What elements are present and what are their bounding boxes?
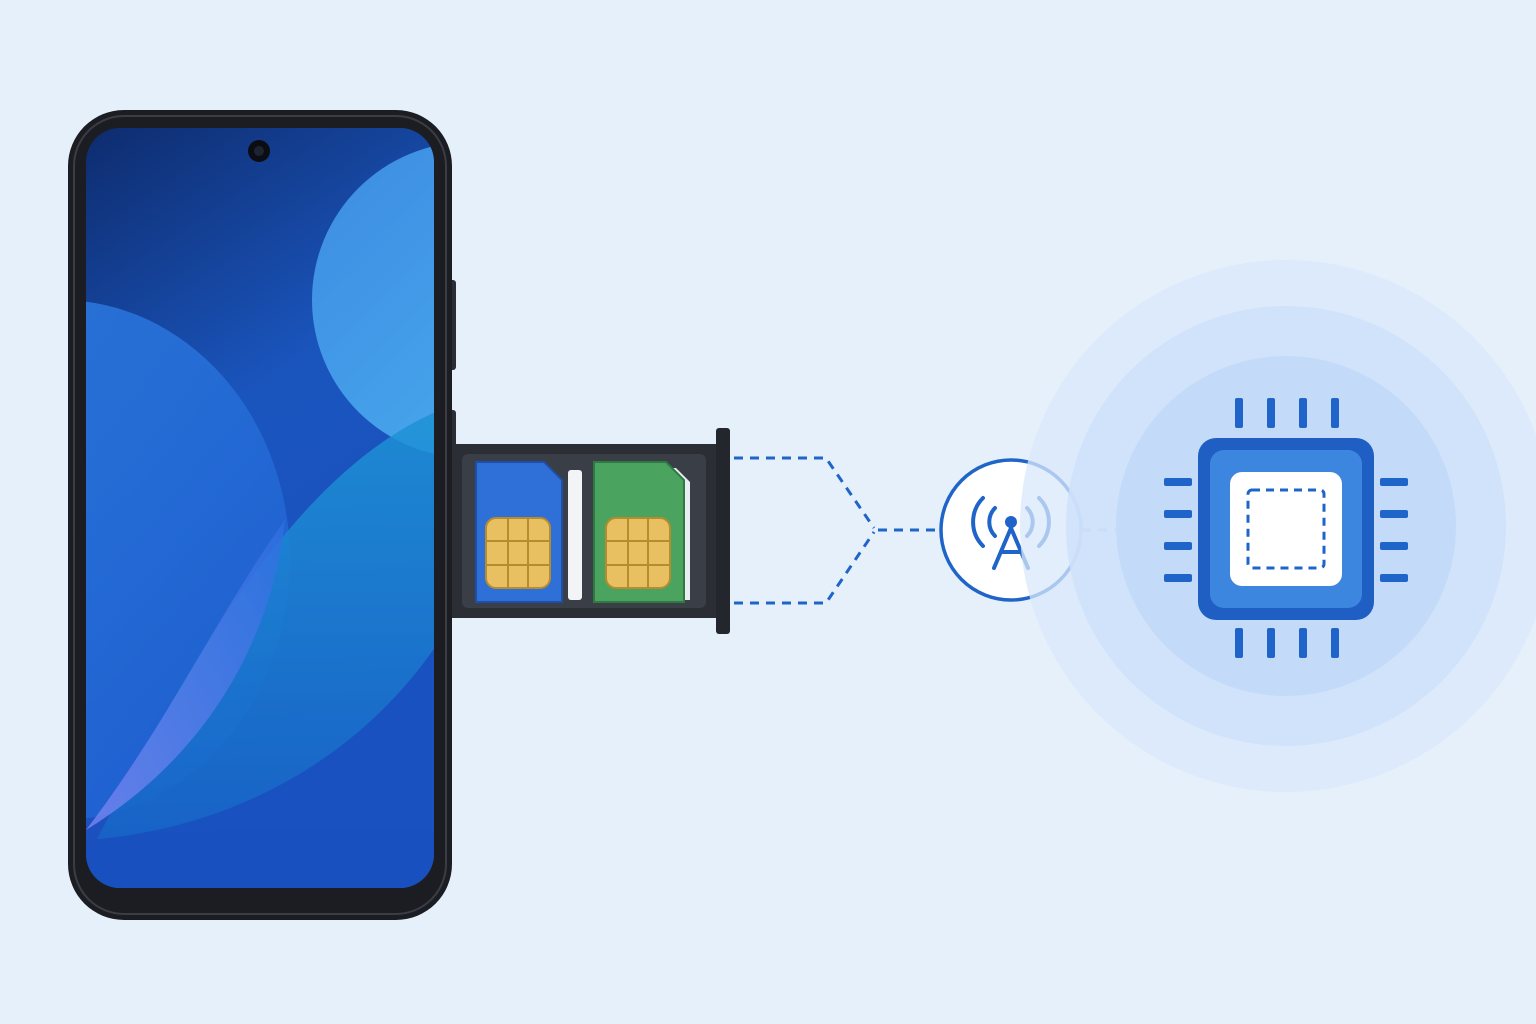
processor-chip-icon [1164, 398, 1408, 658]
connector-bottom [734, 531, 876, 605]
sim-chip-icon [605, 517, 671, 589]
smartphone [68, 110, 456, 920]
sim-card-1 [475, 461, 563, 603]
wallpaper-shape [86, 640, 434, 888]
sim-chip-icon [485, 517, 551, 589]
wallpaper-shape [312, 142, 434, 458]
wallpaper-shape [86, 300, 290, 820]
sim-tray-cap [716, 428, 730, 634]
chip-node [1020, 260, 1536, 792]
sim-tray[interactable] [452, 428, 730, 634]
phone-screen [86, 128, 434, 888]
sim-card-2 [593, 461, 690, 603]
connector-top [734, 456, 876, 529]
wallpaper-shape [86, 520, 285, 830]
